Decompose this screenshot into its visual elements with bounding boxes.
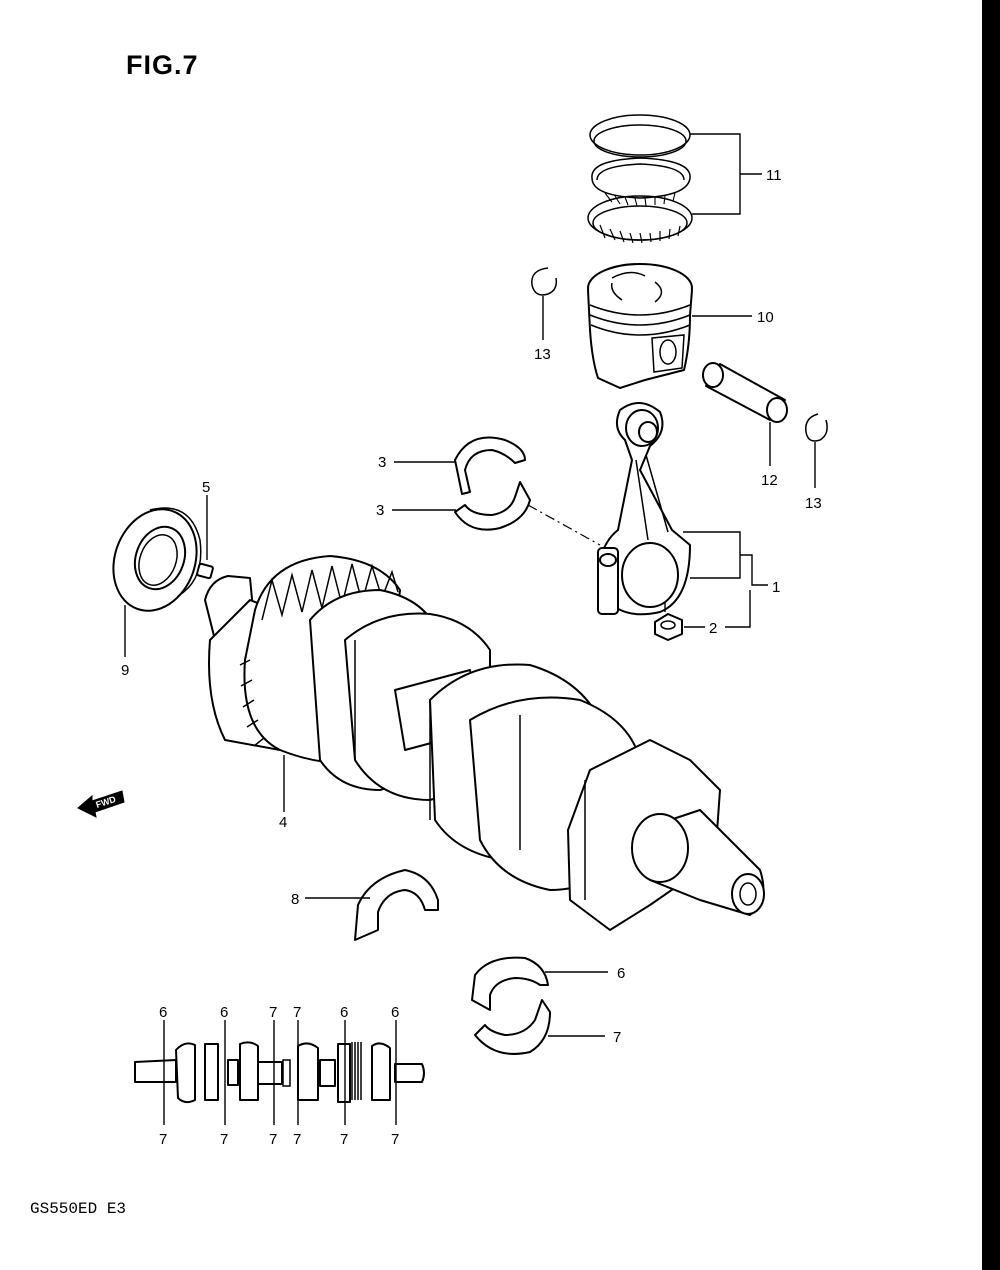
callout-8: 8 — [291, 891, 299, 908]
journal-bottom-label: 7 — [340, 1131, 348, 1148]
callout-7-bearing: 7 — [613, 1029, 621, 1046]
thrust-bearing — [354, 869, 439, 941]
connecting-rod — [597, 402, 691, 616]
journal-bottom-label: 7 — [391, 1131, 399, 1148]
conrod-bearing-upper — [454, 436, 526, 495]
journal-top-label: 7 — [269, 1004, 277, 1021]
callout-12: 12 — [761, 472, 778, 489]
assembly-centerline — [527, 504, 601, 546]
callout-3a: 3 — [378, 454, 386, 471]
figure-title: FIG.7 — [126, 50, 199, 80]
journal-bottom-label: 7 — [269, 1131, 277, 1148]
callout-10: 10 — [757, 309, 774, 326]
forward-direction-arrow: FWD — [77, 790, 125, 818]
journal-top-label: 6 — [340, 1004, 348, 1021]
leader-11 — [690, 133, 762, 215]
piston-rings — [587, 114, 693, 244]
piston — [587, 263, 693, 389]
journal-bottom-label: 7 — [293, 1131, 301, 1148]
callout-4: 4 — [279, 814, 287, 831]
crankshaft — [204, 555, 765, 931]
circlip-left — [531, 267, 558, 296]
callout-2: 2 — [709, 620, 717, 637]
journal-top-label: 6 — [220, 1004, 228, 1021]
crank-bearing-upper — [471, 956, 549, 1011]
callout-3b: 3 — [376, 502, 384, 519]
callout-5: 5 — [202, 479, 210, 496]
piston-pin — [702, 362, 788, 423]
journal-bottom-label: 7 — [220, 1131, 228, 1148]
conrod-bearing-lower — [454, 481, 531, 531]
scan-edge-bar — [982, 0, 1000, 1270]
callout-11: 11 — [766, 167, 782, 184]
journal-bottom-label: 7 — [159, 1131, 167, 1148]
callout-13b: 13 — [805, 495, 822, 512]
callout-9: 9 — [121, 662, 129, 679]
journal-map-bottom-labels: 7 7 7 7 7 7 — [159, 1131, 399, 1148]
crank-bearing-lower — [474, 999, 551, 1055]
circlip-right — [805, 413, 828, 442]
conrod-nut — [654, 613, 683, 641]
journal-map-leaders — [163, 1020, 397, 1125]
model-code: GS550ED E3 — [30, 1200, 127, 1218]
leader-2 — [664, 590, 751, 628]
callout-1: 1 — [772, 579, 780, 596]
journal-top-label: 7 — [293, 1004, 301, 1021]
journal-top-label: 6 — [391, 1004, 399, 1021]
callout-13a: 13 — [534, 346, 551, 363]
journal-map-top-labels: 6 6 7 7 6 6 — [159, 1004, 399, 1021]
journal-top-label: 6 — [159, 1004, 167, 1021]
oil-seal — [112, 507, 202, 612]
journal-map-crank — [134, 1041, 425, 1104]
dowel-pin — [196, 562, 214, 580]
callout-6-bearing: 6 — [617, 965, 625, 982]
leader-1 — [683, 531, 768, 586]
